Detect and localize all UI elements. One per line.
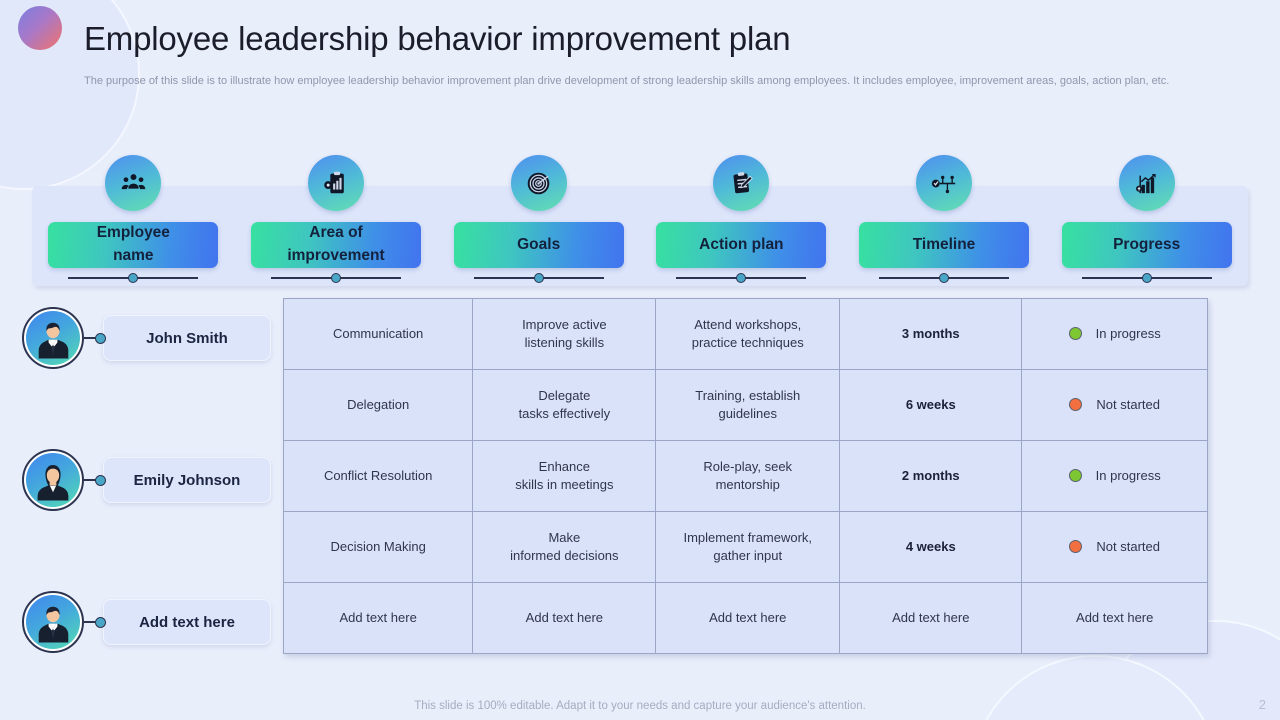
column-header-rule — [1081, 273, 1212, 283]
employee-connector — [84, 479, 98, 481]
employee-row[interactable]: Add text here — [22, 591, 271, 653]
status-badge: In progress — [1095, 325, 1161, 341]
status-badge: Not started — [1096, 538, 1160, 554]
table-row[interactable]: Communication Improve active listening s… — [282, 298, 1208, 370]
cell-timeline: 2 months — [839, 440, 1023, 512]
cell-area: Communication — [282, 298, 474, 370]
avatar — [22, 591, 84, 653]
column-header-label: Action plan — [656, 222, 827, 268]
status-dot — [1068, 327, 1082, 341]
cell-goal: Improve active listening skills — [472, 298, 657, 370]
employee-row[interactable]: Emily Johnson — [22, 449, 271, 511]
cell-action: Attend workshops, practice techniques — [655, 298, 841, 370]
column-header-row: Employee name Area of improvement — [32, 155, 1248, 295]
people-group-icon — [105, 155, 162, 211]
table-row[interactable]: Delegation Delegate tasks effectively Tr… — [282, 369, 1208, 441]
footer-note: This slide is 100% editable. Adapt it to… — [414, 700, 866, 712]
cell-timeline: Add text here — [839, 582, 1023, 654]
clipboard-chart-gear-icon — [308, 155, 364, 211]
employee-name-label: Add text here — [103, 599, 271, 645]
column-header-label: Progress — [1061, 222, 1232, 268]
page-number: 2 — [1258, 697, 1266, 712]
table-row[interactable]: Decision Making Make informed decisions … — [282, 511, 1208, 583]
employee-joint-dot — [95, 474, 106, 486]
cell-area: Add text here — [282, 582, 474, 654]
cell-action: Role-play, seek mentorship — [655, 440, 841, 512]
column-header-progress[interactable]: Progress — [1045, 155, 1248, 295]
column-header-dot — [736, 273, 747, 283]
status-badge: In progress — [1095, 467, 1161, 483]
cell-progress: Not started — [1021, 511, 1208, 583]
cell-action: Training, establish guidelines — [655, 369, 841, 441]
employee-row[interactable]: John Smith — [22, 307, 271, 369]
column-header-label: Goals — [453, 222, 624, 268]
cell-goal: Make informed decisions — [472, 511, 657, 583]
cell-goal: Enhance skills in meetings — [472, 440, 657, 512]
column-header-action-plan[interactable]: Action plan — [640, 155, 843, 295]
bar-chart-growth-icon — [1118, 155, 1175, 211]
cell-timeline: 6 weeks — [839, 369, 1023, 441]
employee-connector — [84, 337, 98, 339]
status-dot — [1069, 540, 1083, 554]
female-avatar-icon — [26, 453, 80, 507]
cell-progress: In progress — [1021, 440, 1208, 512]
decorative-circle-accent — [18, 6, 62, 50]
column-header-dot — [533, 273, 544, 283]
column-header-rule — [676, 273, 807, 283]
cell-area: Conflict Resolution — [282, 440, 474, 512]
cell-area: Decision Making — [282, 511, 474, 583]
column-header-dot — [128, 273, 139, 283]
male-avatar-icon — [26, 311, 80, 365]
column-header-area-of-improvement[interactable]: Area of improvement — [235, 155, 438, 295]
table-row[interactable]: Add text here Add text here Add text her… — [282, 582, 1208, 654]
column-header-dot — [1141, 273, 1152, 283]
cell-goal: Delegate tasks effectively — [472, 369, 657, 441]
cell-progress: Not started — [1021, 369, 1208, 441]
cell-timeline: 3 months — [839, 298, 1023, 370]
status-dot — [1068, 469, 1082, 483]
avatar — [22, 307, 84, 369]
employee-joint-dot — [95, 332, 106, 344]
employee-connector — [84, 621, 98, 623]
status-dot — [1069, 398, 1083, 412]
status-badge: Not started — [1096, 396, 1160, 412]
table-row[interactable]: Conflict Resolution Enhance skills in me… — [282, 440, 1208, 512]
column-header-label: Area of improvement — [251, 222, 421, 268]
column-header-dot — [939, 273, 950, 283]
cell-action: Implement framework, gather input — [655, 511, 841, 583]
cell-progress: Add text here — [1021, 582, 1208, 654]
column-header-label: Timeline — [859, 222, 1030, 268]
column-header-rule — [271, 273, 401, 283]
clipboard-checklist-pen-icon — [713, 155, 770, 211]
male-avatar-icon — [26, 595, 80, 649]
milestone-timeline-icon — [916, 155, 973, 211]
target-dartboard-icon — [510, 155, 567, 211]
cell-progress: In progress — [1021, 298, 1208, 370]
page-subtitle: The purpose of this slide is to illustra… — [84, 75, 1170, 87]
column-header-band — [32, 186, 1248, 286]
column-header-goals[interactable]: Goals — [437, 155, 640, 295]
employee-name-label: John Smith — [103, 315, 271, 361]
column-header-dot — [331, 273, 341, 283]
column-header-employee-name[interactable]: Employee name — [32, 155, 235, 295]
cell-action: Add text here — [655, 582, 841, 654]
column-header-rule — [68, 273, 199, 283]
cell-goal: Add text here — [472, 582, 657, 654]
employee-name-label: Emily Johnson — [103, 457, 271, 503]
column-header-rule — [473, 273, 604, 283]
avatar — [22, 449, 84, 511]
employee-joint-dot — [95, 616, 106, 628]
column-header-label: Employee name — [48, 222, 219, 268]
column-header-timeline[interactable]: Timeline — [843, 155, 1046, 295]
improvement-plan-table: Communication Improve active listening s… — [282, 298, 1208, 654]
page-title: Employee leadership behavior improvement… — [84, 20, 791, 57]
cell-area: Delegation — [282, 369, 474, 441]
column-header-rule — [879, 273, 1010, 283]
cell-timeline: 4 weeks — [839, 511, 1023, 583]
